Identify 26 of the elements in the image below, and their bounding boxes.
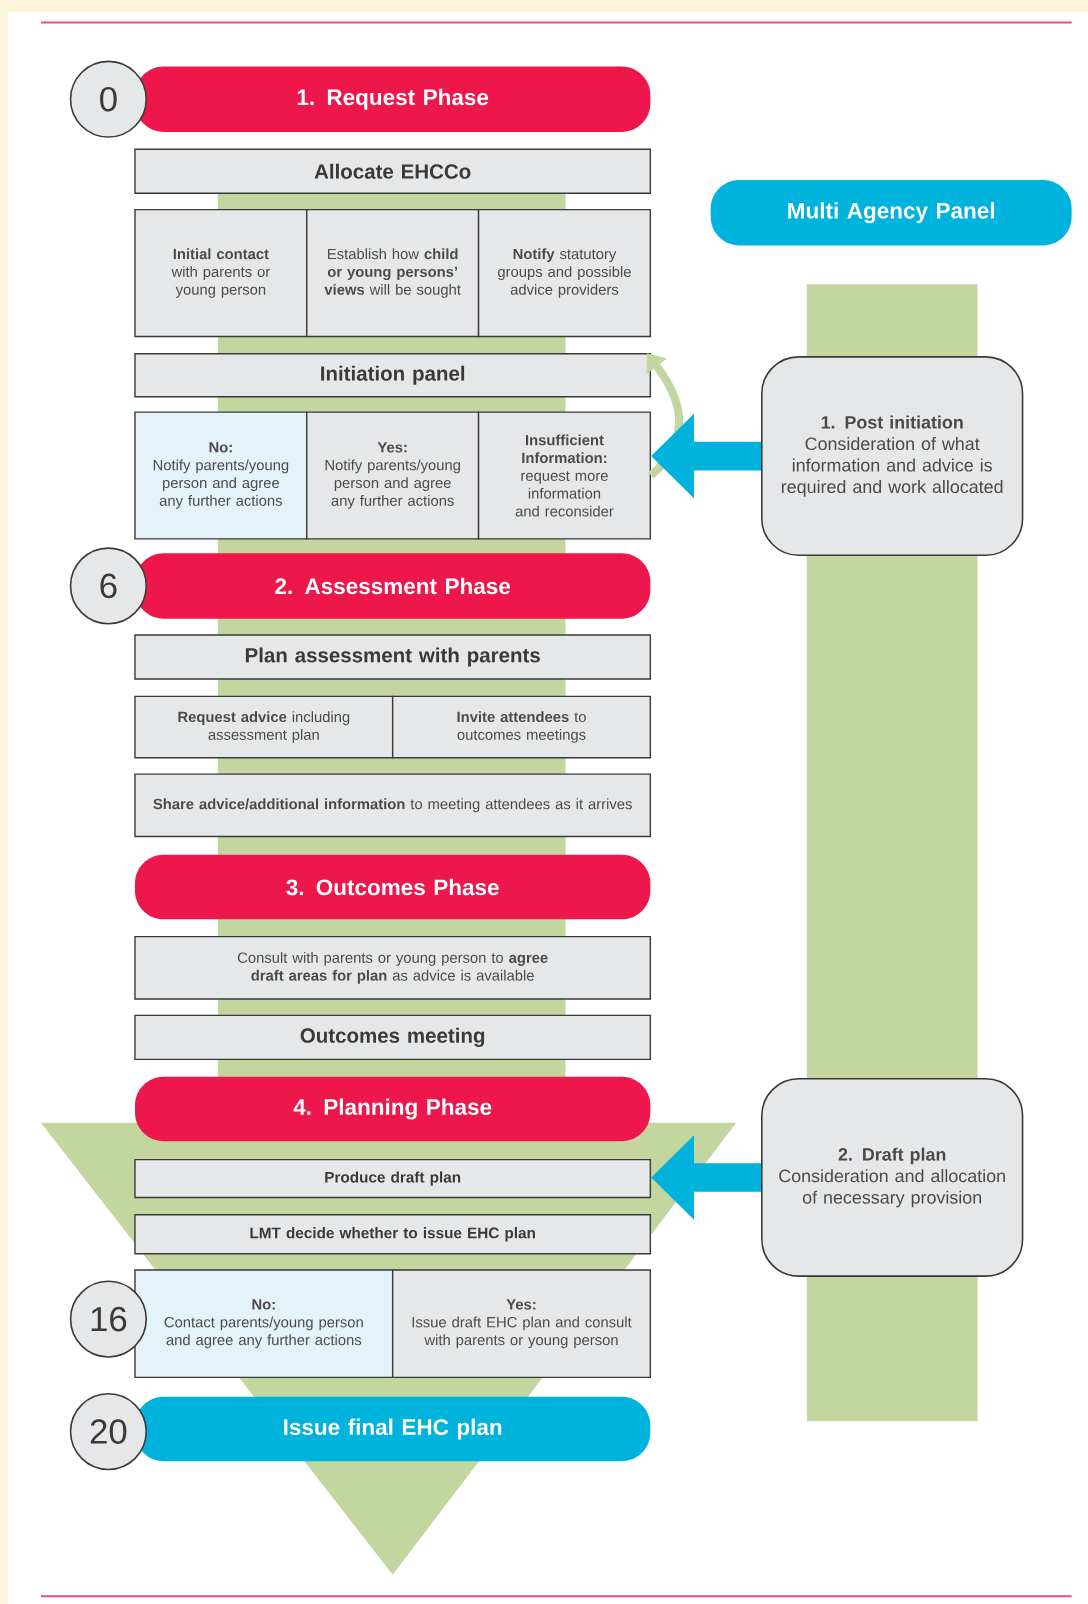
step-box: Share advice/additional information to meeting attendees as it arrives: [134, 773, 652, 838]
panel-box: 2. Draft plan Consideration and allocation of necessary provision: [761, 1078, 1024, 1277]
phase-banner: Issue final EHC plan: [135, 1396, 651, 1462]
step-box: Insufficient Information: request more information and reconsider: [477, 411, 652, 540]
step-box: LMT decide whether to issue EHC plan: [134, 1214, 652, 1255]
option-box: No: Contact parents/young person and agree any further actions: [134, 1269, 394, 1379]
step-box: Consult with parents or young person to agree draft areas for plan as advice is available: [134, 935, 652, 1000]
phase-banner: 1. Request Phase: [135, 66, 651, 132]
step-box: Plan assessment with parents: [134, 634, 652, 680]
step-box: Allocate EHCCo: [134, 148, 652, 194]
step-box: Produce draft plan: [134, 1158, 652, 1199]
phase-banner: 2. Assessment Phase: [135, 553, 651, 619]
option-box: No: Notify parents/young person and agree any further actions: [134, 411, 308, 540]
step-box: Request advice including assessment plan: [134, 695, 394, 759]
step-box: Yes: Issue draft EHC plan and consult with parents or young person: [391, 1269, 652, 1379]
step-box: Yes: Notify parents/young person and agree any further actions: [306, 411, 480, 540]
step-box: Establish how child or young persons’ views will be sought: [306, 208, 480, 338]
step-box: Outcomes meeting: [134, 1014, 652, 1061]
step-box: Notify statutory groups and possible advice providers: [477, 208, 652, 338]
phase-banner: Multi Agency Panel: [710, 180, 1072, 246]
phase-banner: 3. Outcomes Phase: [135, 854, 651, 920]
step-box: Invite attendees to outcomes meetings: [391, 695, 652, 759]
step-box: Initiation panel: [134, 353, 652, 398]
phase-banner: 4. Planning Phase: [135, 1076, 651, 1142]
step-box: Initial contact with parents or young person: [134, 208, 308, 338]
panel-box: 1. Post initiation Consideration of what information and advice is required and work allocated: [761, 356, 1024, 557]
